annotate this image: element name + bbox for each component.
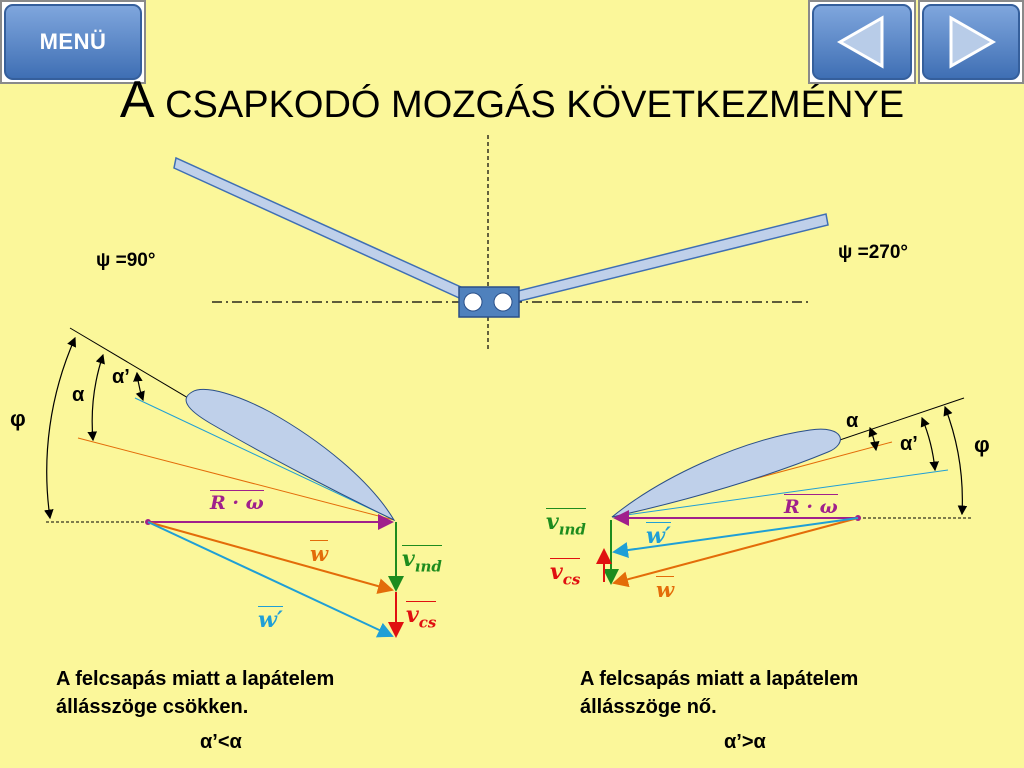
left-relation: α’<α (200, 731, 242, 753)
right-w-arrow (612, 517, 859, 588)
right-wprime-arrow (612, 517, 859, 558)
left-caption-line1: A felcsapás miatt a lapátelem (56, 668, 335, 690)
left-wprime-direction (134, 397, 395, 521)
right-r-omega-label: R · ω (784, 494, 838, 518)
left-phi-arc (44, 336, 76, 520)
page-title: A CSAPKODÓ MOZGÁS KÖVETKEZMÉNYE (0, 70, 1024, 130)
left-v-cs-label: vcs (406, 601, 437, 632)
left-caption: A felcsapás miatt a lapátelem állásszöge… (56, 665, 334, 721)
triangle-left-icon (836, 15, 884, 69)
left-caption-line2: állásszöge csökken. (56, 696, 249, 718)
right-alpha-label: α (846, 410, 859, 432)
right-v-ind-label: vınd (546, 508, 586, 539)
left-alpha-arc (87, 353, 105, 442)
hub-hinge-right (493, 292, 513, 312)
left-w-direction (77, 437, 395, 521)
left-wprime-label: w′ (258, 606, 283, 633)
right-caption-line2: állásszöge nő. (580, 696, 717, 718)
left-alpha-prime-arc (133, 371, 145, 402)
right-blade (513, 213, 829, 303)
title-rest: CSAPKODÓ MOZGÁS KÖVETKEZMÉNYE (154, 84, 905, 126)
left-r-omega-label: R · ω (210, 490, 264, 514)
right-alpha-arc (868, 426, 880, 452)
psi-right-label: ψ =270° (838, 242, 908, 263)
menu-button[interactable]: MENÜ (0, 0, 146, 84)
triangle-right-icon (949, 15, 997, 69)
rotor-schematic (173, 135, 829, 352)
title-first-letter: A (119, 71, 155, 129)
left-w-arrow (147, 521, 394, 594)
left-w-label: w (310, 540, 329, 566)
right-relation: α’>α (724, 731, 766, 753)
left-phi-label: φ (10, 406, 26, 431)
right-wprime-direction (611, 469, 949, 518)
forward-button[interactable] (918, 0, 1024, 84)
right-w-label: w (656, 576, 675, 602)
right-caption: A felcsapás miatt a lapátelem állásszöge… (580, 665, 858, 721)
right-v-cs-label: vcs (550, 558, 581, 589)
left-wprime-arrow (147, 521, 394, 638)
left-airfoil (185, 388, 396, 522)
right-phi-label: φ (974, 432, 990, 457)
left-v-ind-label: vınd (402, 545, 442, 576)
back-button[interactable] (808, 0, 916, 84)
right-alpha-prime-arc (920, 416, 939, 472)
hub-hinge-left (463, 292, 483, 312)
right-phi-arc (943, 405, 968, 516)
menu-button-label: MENÜ (39, 29, 107, 54)
left-blade (173, 156, 473, 304)
psi-left-label: ψ =90° (96, 250, 156, 271)
right-velocity-diagram (596, 397, 972, 588)
right-alpha-prime-label: α’ (900, 433, 918, 455)
right-caption-line1: A felcsapás miatt a lapátelem (580, 668, 859, 690)
left-alpha-label: α (72, 384, 85, 406)
right-airfoil (611, 428, 841, 518)
left-alpha-prime-label: α’ (112, 366, 130, 388)
right-wprime-label: w′ (646, 522, 671, 549)
left-velocity-diagram (44, 327, 404, 638)
